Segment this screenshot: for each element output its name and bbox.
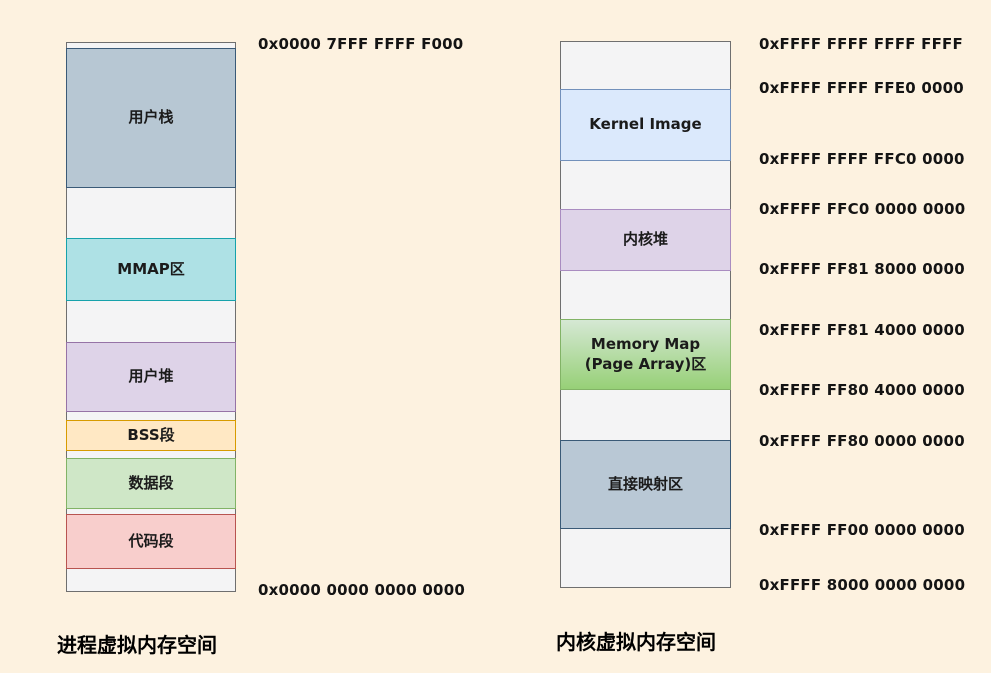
memory-segment-memory-map-page-array: Memory Map (Page Array)区 bbox=[560, 319, 731, 390]
kernel-address-0: 0xFFFF FFFF FFFF FFFF bbox=[759, 35, 963, 53]
memory-segment-mmap-region: MMAP区 bbox=[66, 238, 236, 301]
segment-label-memory-map-page-array: Memory Map (Page Array)区 bbox=[584, 335, 707, 373]
kernel-address-7: 0xFFFF FF80 0000 0000 bbox=[759, 432, 965, 450]
memory-segment-kernel-image: Kernel Image bbox=[560, 89, 731, 161]
memory-segment-kernel-heap: 内核堆 bbox=[560, 209, 731, 271]
kernel-address-8: 0xFFFF FF00 0000 0000 bbox=[759, 521, 965, 539]
segment-label-kernel-heap: 内核堆 bbox=[622, 230, 668, 249]
kernel-address-5: 0xFFFF FF81 4000 0000 bbox=[759, 321, 965, 339]
kernel-space-title: 内核虚拟内存空间 bbox=[556, 630, 716, 654]
kernel-address-9: 0xFFFF 8000 0000 0000 bbox=[759, 576, 966, 594]
kernel-address-6: 0xFFFF FF80 4000 0000 bbox=[759, 381, 965, 399]
segment-label-direct-mapping-region: 直接映射区 bbox=[607, 474, 683, 493]
memory-segment-bss-segment: BSS段 bbox=[66, 420, 236, 451]
process-memory-column: 用户栈 MMAP区用户堆 BSS段数据段代码段 bbox=[66, 42, 236, 592]
memory-segment-user-heap: 用户堆 bbox=[66, 342, 236, 412]
process-top-address: 0x0000 7FFF FFFF F000 bbox=[258, 35, 464, 53]
memory-segment-data-segment: 数据段 bbox=[66, 458, 236, 509]
kernel-address-3: 0xFFFF FFC0 0000 0000 bbox=[759, 200, 966, 218]
memory-segment-direct-mapping-region: 直接映射区 bbox=[560, 440, 731, 529]
process-bottom-address: 0x0000 0000 0000 0000 bbox=[258, 581, 465, 599]
segment-label-mmap-region: MMAP区 bbox=[117, 259, 185, 278]
segment-label-user-heap: 用户堆 bbox=[128, 367, 174, 386]
memory-segment-code-segment: 代码段 bbox=[66, 514, 236, 569]
kernel-address-2: 0xFFFF FFFF FFC0 0000 bbox=[759, 150, 965, 168]
segment-label-data-segment: 数据段 bbox=[128, 473, 174, 492]
kernel-address-1: 0xFFFF FFFF FFE0 0000 bbox=[759, 79, 964, 97]
segment-label-bss-segment: BSS段 bbox=[127, 425, 175, 444]
process-space-title: 进程虚拟内存空间 bbox=[57, 633, 217, 657]
segment-label-kernel-image: Kernel Image bbox=[589, 115, 702, 134]
segment-label-user-stack: 用户栈 bbox=[128, 108, 174, 127]
kernel-address-4: 0xFFFF FF81 8000 0000 bbox=[759, 260, 965, 278]
memory-segment-user-stack: 用户栈 bbox=[66, 48, 236, 188]
kernel-memory-column: Kernel Image 内核堆 Memory Map (Page Array)区直… bbox=[560, 41, 731, 588]
segment-label-code-segment: 代码段 bbox=[128, 531, 174, 550]
